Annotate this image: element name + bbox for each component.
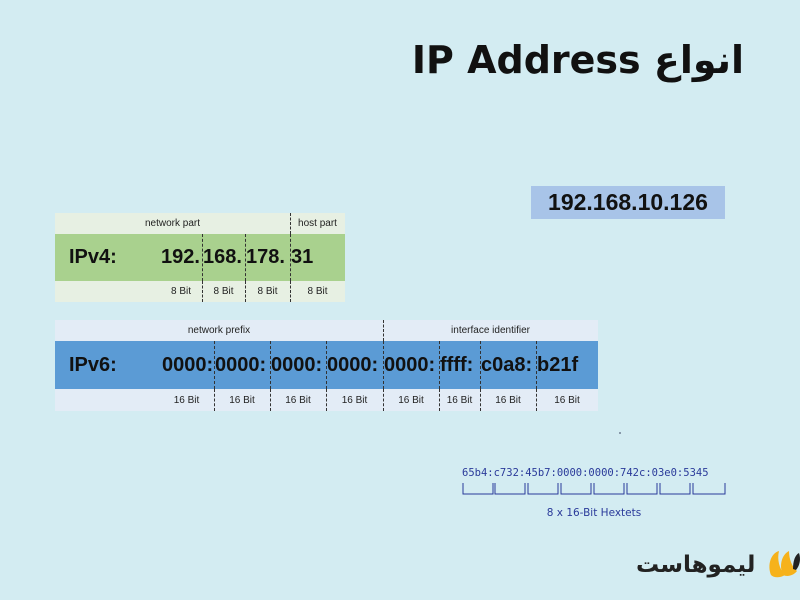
ipv6-group-2: 0000: bbox=[215, 353, 267, 376]
ipv4-divider bbox=[290, 281, 291, 302]
ipv6-divider bbox=[214, 389, 215, 411]
ipv6-bits-4: 16 Bit bbox=[341, 394, 368, 406]
ipv6-hex-example: 65b4:c732:45b7:0000:0000:742c:03e0:5345 bbox=[462, 467, 709, 479]
ipv4-bits-2: 8 Bit bbox=[213, 286, 234, 297]
ipv4-divider bbox=[245, 281, 246, 302]
ipv4-bits-4: 8 Bit bbox=[307, 286, 328, 297]
ipv6-bits-1: 16 Bit bbox=[173, 394, 200, 406]
ipv4-host-part-label: host part bbox=[298, 218, 337, 229]
hextet-bracket-icon bbox=[462, 483, 726, 495]
ipv6-divider bbox=[383, 320, 384, 341]
ipv6-divider bbox=[536, 389, 537, 411]
ipv6-header-row: network prefix interface identifier bbox=[55, 320, 598, 341]
ipv6-divider bbox=[439, 341, 440, 389]
ipv6-divider bbox=[326, 389, 327, 411]
ipv6-bits-2: 16 Bit bbox=[229, 394, 255, 406]
ipv6-divider bbox=[383, 389, 384, 411]
ipv4-bits-1: 8 Bit bbox=[170, 286, 191, 297]
ipv6-diagram: network prefix interface identifier IPv6… bbox=[55, 320, 598, 411]
ipv6-bits-5: 16 Bit bbox=[398, 394, 424, 406]
ipv4-bits-3: 8 Bit bbox=[257, 286, 278, 297]
lemon-logo-icon bbox=[769, 551, 800, 578]
ipv6-label: IPv6: bbox=[69, 353, 117, 376]
ipv6-interface-identifier-label: interface identifier bbox=[451, 325, 530, 336]
ipv6-divider bbox=[214, 341, 215, 389]
ipv6-network-prefix-label: network prefix bbox=[187, 325, 251, 336]
ipv6-group-7: c0a8: bbox=[481, 353, 533, 376]
example-ipv4-badge: 192.168.10.126 bbox=[531, 186, 725, 219]
stray-dot bbox=[619, 432, 621, 434]
brand-logo: لیموهاست bbox=[636, 545, 800, 585]
ipv4-network-part-label: network part bbox=[144, 218, 201, 229]
ipv4-address-row: IPv4: 192. 168. 178. 31 bbox=[55, 234, 345, 281]
hextets-caption: 8 x 16-Bit Hextets bbox=[546, 507, 642, 519]
ipv4-octet-4: 31 bbox=[291, 246, 314, 268]
ipv4-header-row: network part host part bbox=[55, 213, 345, 234]
ipv6-address-row: IPv6: 0000: 0000: 0000: 0000: 0000: ffff… bbox=[55, 341, 598, 389]
ipv4-divider bbox=[290, 213, 291, 234]
ipv6-divider bbox=[270, 341, 271, 389]
ipv6-group-1: 0000: bbox=[162, 353, 214, 376]
ipv6-divider bbox=[270, 389, 271, 411]
ipv6-bits-row: 16 Bit 16 Bit 16 Bit 16 Bit 16 Bit 16 Bi… bbox=[55, 389, 598, 411]
ipv6-divider bbox=[439, 389, 440, 411]
ipv6-divider bbox=[536, 341, 537, 389]
page-title: انواع IP Address bbox=[411, 38, 744, 82]
ipv6-divider bbox=[326, 341, 327, 389]
ipv6-bits-7: 16 Bit bbox=[495, 394, 521, 406]
ipv6-bits-6: 16 Bit bbox=[446, 394, 473, 406]
ipv6-group-8: b21f bbox=[537, 353, 579, 376]
ipv4-octet-1: 192. bbox=[161, 246, 200, 268]
ipv4-divider bbox=[245, 234, 246, 281]
ipv4-label: IPv4: bbox=[69, 246, 117, 268]
ipv6-group-4: 0000: bbox=[327, 353, 379, 376]
ipv6-divider bbox=[383, 341, 384, 389]
ipv6-group-6: ffff: bbox=[440, 353, 474, 376]
ipv4-octet-2: 168. bbox=[203, 246, 242, 268]
ipv6-bits-8: 16 Bit bbox=[554, 394, 580, 406]
logo-text: لیموهاست bbox=[636, 552, 756, 578]
ipv4-diagram: network part host part IPv4: 192. 168. 1… bbox=[55, 213, 345, 302]
ipv6-group-5: 0000: bbox=[384, 353, 436, 376]
ipv6-bits-3: 16 Bit bbox=[285, 394, 311, 406]
ipv6-group-3: 0000: bbox=[271, 353, 323, 376]
ipv6-divider bbox=[480, 389, 481, 411]
ipv4-octet-3: 178. bbox=[246, 246, 285, 268]
ipv4-bits-row: 8 Bit 8 Bit 8 Bit 8 Bit bbox=[55, 281, 345, 302]
ipv6-divider bbox=[480, 341, 481, 389]
ipv4-divider bbox=[202, 234, 203, 281]
ipv4-divider bbox=[290, 234, 291, 281]
ipv4-divider bbox=[202, 281, 203, 302]
